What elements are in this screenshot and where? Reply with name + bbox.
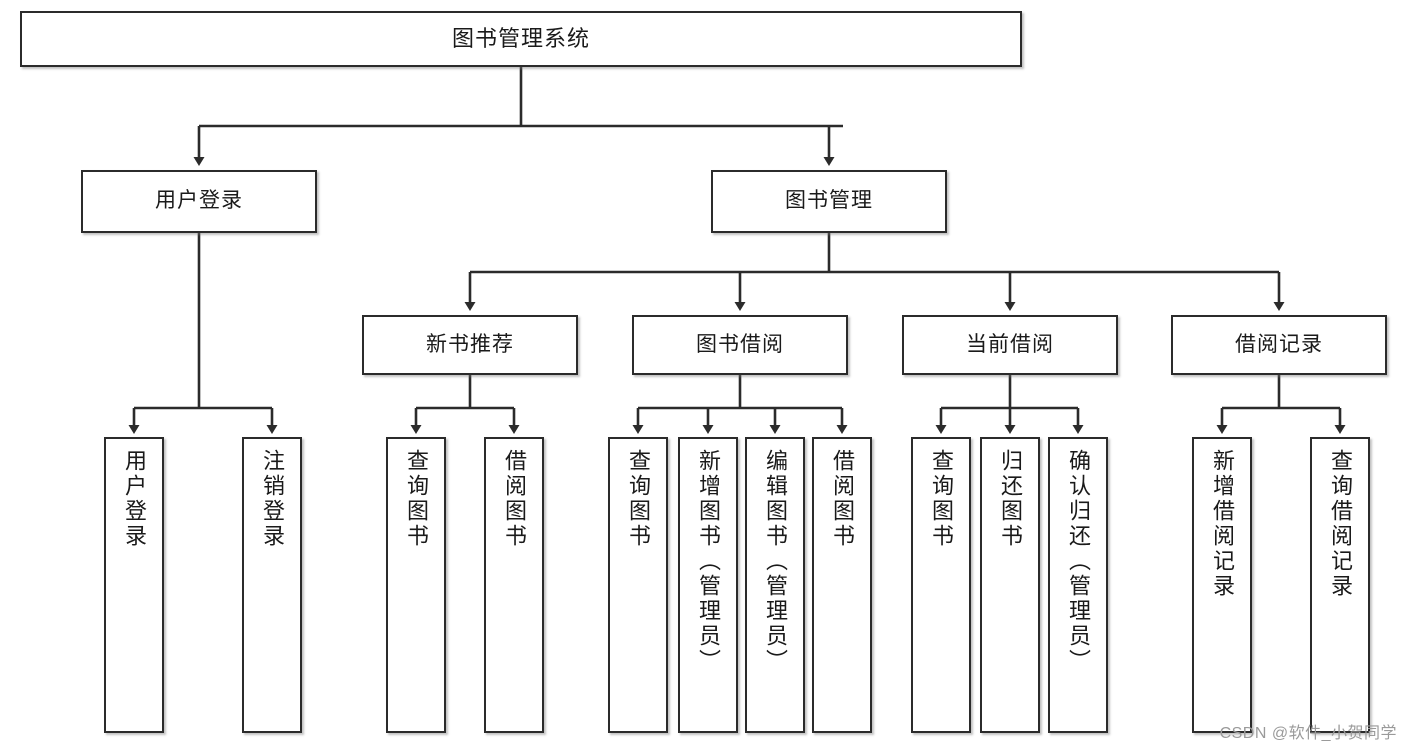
node-label: 用户登录: [155, 189, 243, 213]
node-label: 新增借阅记录: [1210, 449, 1235, 599]
csdn-watermark: CSDN @软件_小贺同学: [1219, 725, 1397, 742]
node-label: 图书管理系统: [451, 26, 590, 52]
node-label: 查询图书: [929, 449, 954, 549]
node-label: 用户登录: [122, 449, 147, 549]
node-label: 确认归还（管理员）: [1066, 449, 1091, 674]
node-label: 借阅记录: [1235, 332, 1323, 356]
node-leaf-query-book-1[interactable]: 查询图书: [386, 437, 446, 733]
node-root-system[interactable]: 图书管理系统: [20, 11, 1022, 67]
node-label: 编辑图书（管理员）: [763, 449, 788, 674]
node-label: 查询图书: [626, 449, 651, 549]
node-leaf-query-record[interactable]: 查询借阅记录: [1310, 437, 1370, 733]
node-borrow-record[interactable]: 借阅记录: [1171, 315, 1387, 375]
node-leaf-query-book-2[interactable]: 查询图书: [608, 437, 668, 733]
node-label: 归还图书: [998, 449, 1023, 549]
node-label: 图书借阅: [696, 332, 784, 356]
node-leaf-add-book[interactable]: 新增图书（管理员）: [678, 437, 738, 733]
node-label: 注销登录: [260, 449, 285, 549]
node-leaf-logout[interactable]: 注销登录: [242, 437, 302, 733]
node-leaf-confirm-return[interactable]: 确认归还（管理员）: [1048, 437, 1108, 733]
node-leaf-edit-book[interactable]: 编辑图书（管理员）: [745, 437, 805, 733]
node-user-login[interactable]: 用户登录: [81, 170, 317, 233]
node-new-book-recommend[interactable]: 新书推荐: [362, 315, 578, 375]
node-leaf-borrow-book-1[interactable]: 借阅图书: [484, 437, 544, 733]
node-label: 当前借阅: [966, 332, 1054, 356]
node-book-management[interactable]: 图书管理: [711, 170, 947, 233]
node-label: 借阅图书: [502, 449, 527, 549]
node-label: 新增图书（管理员）: [696, 449, 721, 674]
node-label: 新书推荐: [426, 332, 514, 356]
node-label: 借阅图书: [830, 449, 855, 549]
node-label: 图书管理: [785, 189, 873, 213]
node-leaf-borrow-book-2[interactable]: 借阅图书: [812, 437, 872, 733]
node-leaf-query-book-3[interactable]: 查询图书: [911, 437, 971, 733]
node-leaf-user-login[interactable]: 用户登录: [104, 437, 164, 733]
node-label: 查询借阅记录: [1328, 449, 1353, 599]
node-current-borrow[interactable]: 当前借阅: [902, 315, 1118, 375]
node-label: 查询图书: [404, 449, 429, 549]
node-leaf-return-book[interactable]: 归还图书: [980, 437, 1040, 733]
node-book-borrow[interactable]: 图书借阅: [632, 315, 848, 375]
node-leaf-add-record[interactable]: 新增借阅记录: [1192, 437, 1252, 733]
